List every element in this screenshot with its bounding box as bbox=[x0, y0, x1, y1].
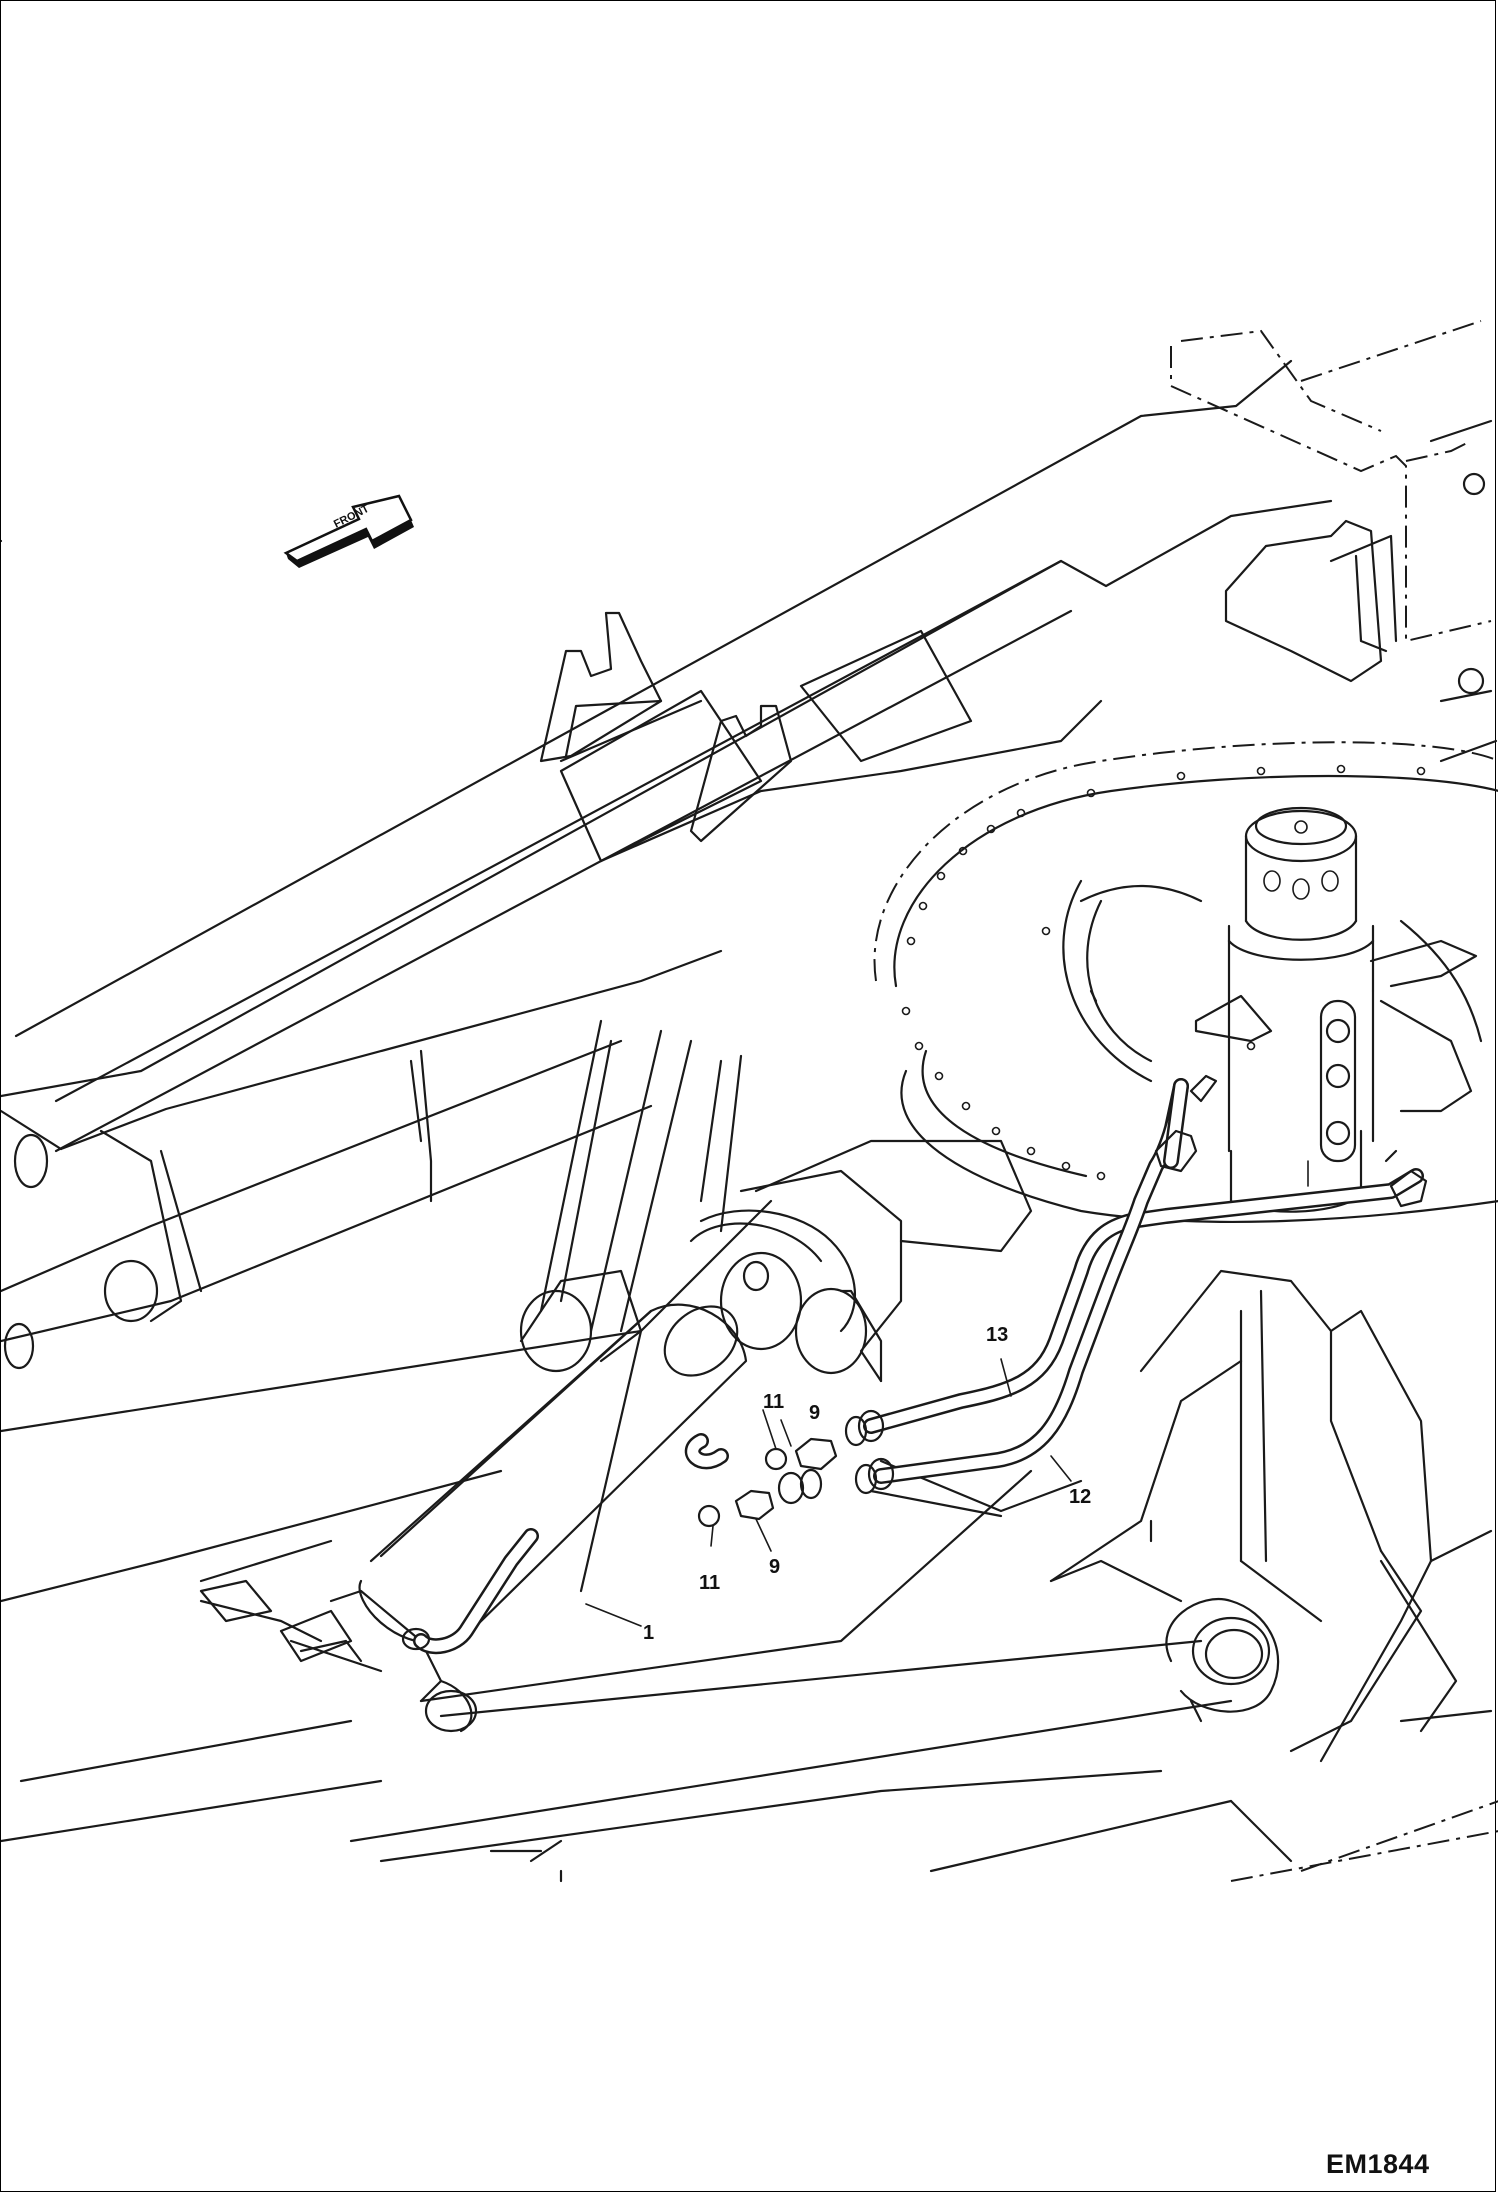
callout-9-lower: 9 bbox=[769, 1556, 780, 1578]
front-arrow-icon: FRONT bbox=[283, 494, 414, 568]
swing-cylinder bbox=[199, 1139, 1083, 1733]
callout-11-upper: 11 bbox=[763, 1391, 784, 1413]
callout-labels: 1 9 9 11 11 12 13 bbox=[643, 1324, 1091, 1644]
figure-code: EM1844 bbox=[1326, 2149, 1430, 2179]
hydraulic-hoses bbox=[401, 1078, 1424, 1655]
leader-lines bbox=[585, 1358, 1072, 1627]
callout-13: 13 bbox=[986, 1324, 1008, 1346]
lower-chassis bbox=[1, 1019, 1498, 1883]
right-upper-structure bbox=[1170, 320, 1498, 763]
seal-ring-11-upper bbox=[764, 1447, 788, 1471]
frame-brackets bbox=[539, 611, 1103, 863]
callout-11-lower: 11 bbox=[699, 1572, 720, 1594]
bearing-bolt-holes bbox=[901, 764, 1426, 1181]
connector-9-upper bbox=[794, 1437, 838, 1471]
callout-1: 1 bbox=[643, 1622, 654, 1644]
connector-9-lower bbox=[734, 1489, 775, 1521]
swing-bearing-ring bbox=[873, 741, 1498, 1224]
upper-frame bbox=[1, 359, 1333, 1370]
rotary-joint bbox=[1079, 806, 1483, 1213]
fittings bbox=[697, 1074, 1428, 1528]
callout-12: 12 bbox=[1069, 1486, 1091, 1508]
seal-ring-11-lower bbox=[697, 1504, 721, 1528]
callout-9-upper: 9 bbox=[809, 1402, 820, 1424]
